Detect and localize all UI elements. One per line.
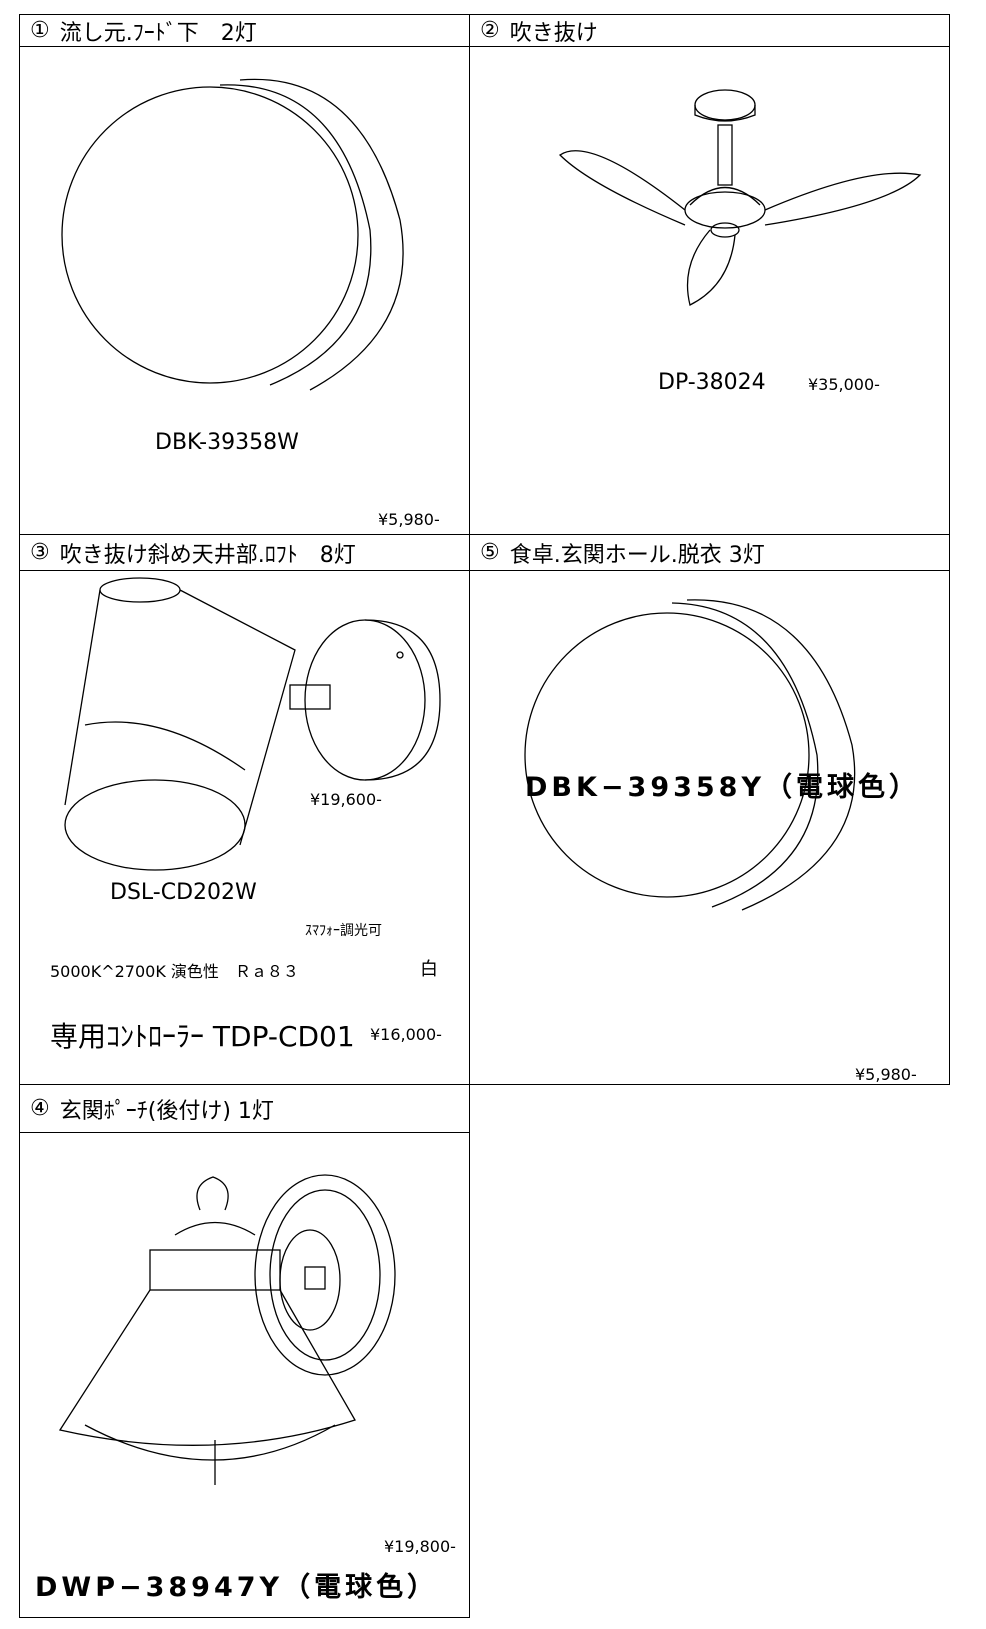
model-number: DP-38024 — [658, 370, 766, 395]
cell-title: 玄関ﾎﾟｰﾁ(後付け) 1灯 — [59, 1098, 274, 1124]
cell-3-header: ③ 吹き抜け斜め天井部.ﾛﾌﾄ 8灯 — [19, 534, 470, 571]
cell-4-body — [19, 1132, 470, 1618]
spec-text: 5000K^2700K 演色性 Ｒａ８３ — [50, 962, 299, 981]
cell-number: ④ — [30, 1096, 50, 1121]
cell-number: ③ — [30, 540, 50, 565]
cell-2-header: ② 吹き抜け — [469, 14, 950, 47]
globe-wall-light-icon — [61, 78, 404, 391]
cell-title: 流し元.ﾌｰﾄﾞ下 2灯 — [59, 20, 257, 46]
cell-title: 吹き抜け — [509, 20, 598, 46]
price: ¥5,980- — [855, 1065, 917, 1084]
model-number: DBK−39358Y（電球色） — [525, 772, 921, 803]
cell-number: ⑤ — [480, 540, 500, 565]
price: ¥35,000- — [808, 375, 880, 394]
cell-1-header: ① 流し元.ﾌｰﾄﾞ下 2灯 — [19, 14, 470, 47]
cell-4-header: ④ 玄関ﾎﾟｰﾁ(後付け) 1灯 — [19, 1084, 470, 1133]
cell-title: 吹き抜け斜め天井部.ﾛﾌﾄ 8灯 — [59, 542, 356, 568]
ceiling-fan-icon — [558, 89, 922, 306]
controller-price: ¥16,000- — [370, 1025, 442, 1044]
model-number: DSL-CD202W — [110, 880, 257, 905]
price: ¥19,600- — [310, 790, 382, 809]
price: ¥19,800- — [384, 1537, 456, 1556]
model-number: DWP−38947Y（電球色） — [35, 1572, 439, 1603]
cell-number: ① — [30, 18, 50, 43]
price: ¥5,980- — [378, 510, 440, 529]
controller-text: 専用ｺﾝﾄﾛｰﾗｰ TDP-CD01 — [50, 1020, 355, 1053]
dimmable-note: ｽﾏﾌｫｰ調光可 — [305, 923, 382, 939]
cell-5-body — [469, 570, 950, 1085]
cell-5-header: ⑤ 食卓.玄関ホール.脱衣 3灯 — [469, 534, 950, 571]
globe-wall-light-icon — [524, 599, 856, 911]
cell-number: ② — [480, 18, 500, 43]
cell-title: 食卓.玄関ホール.脱衣 3灯 — [509, 542, 765, 568]
porch-lantern-icon — [58, 1174, 396, 1485]
color-text: 白 — [420, 959, 438, 980]
model-number: DBK-39358W — [155, 430, 299, 455]
spotlight-icon — [64, 577, 441, 871]
